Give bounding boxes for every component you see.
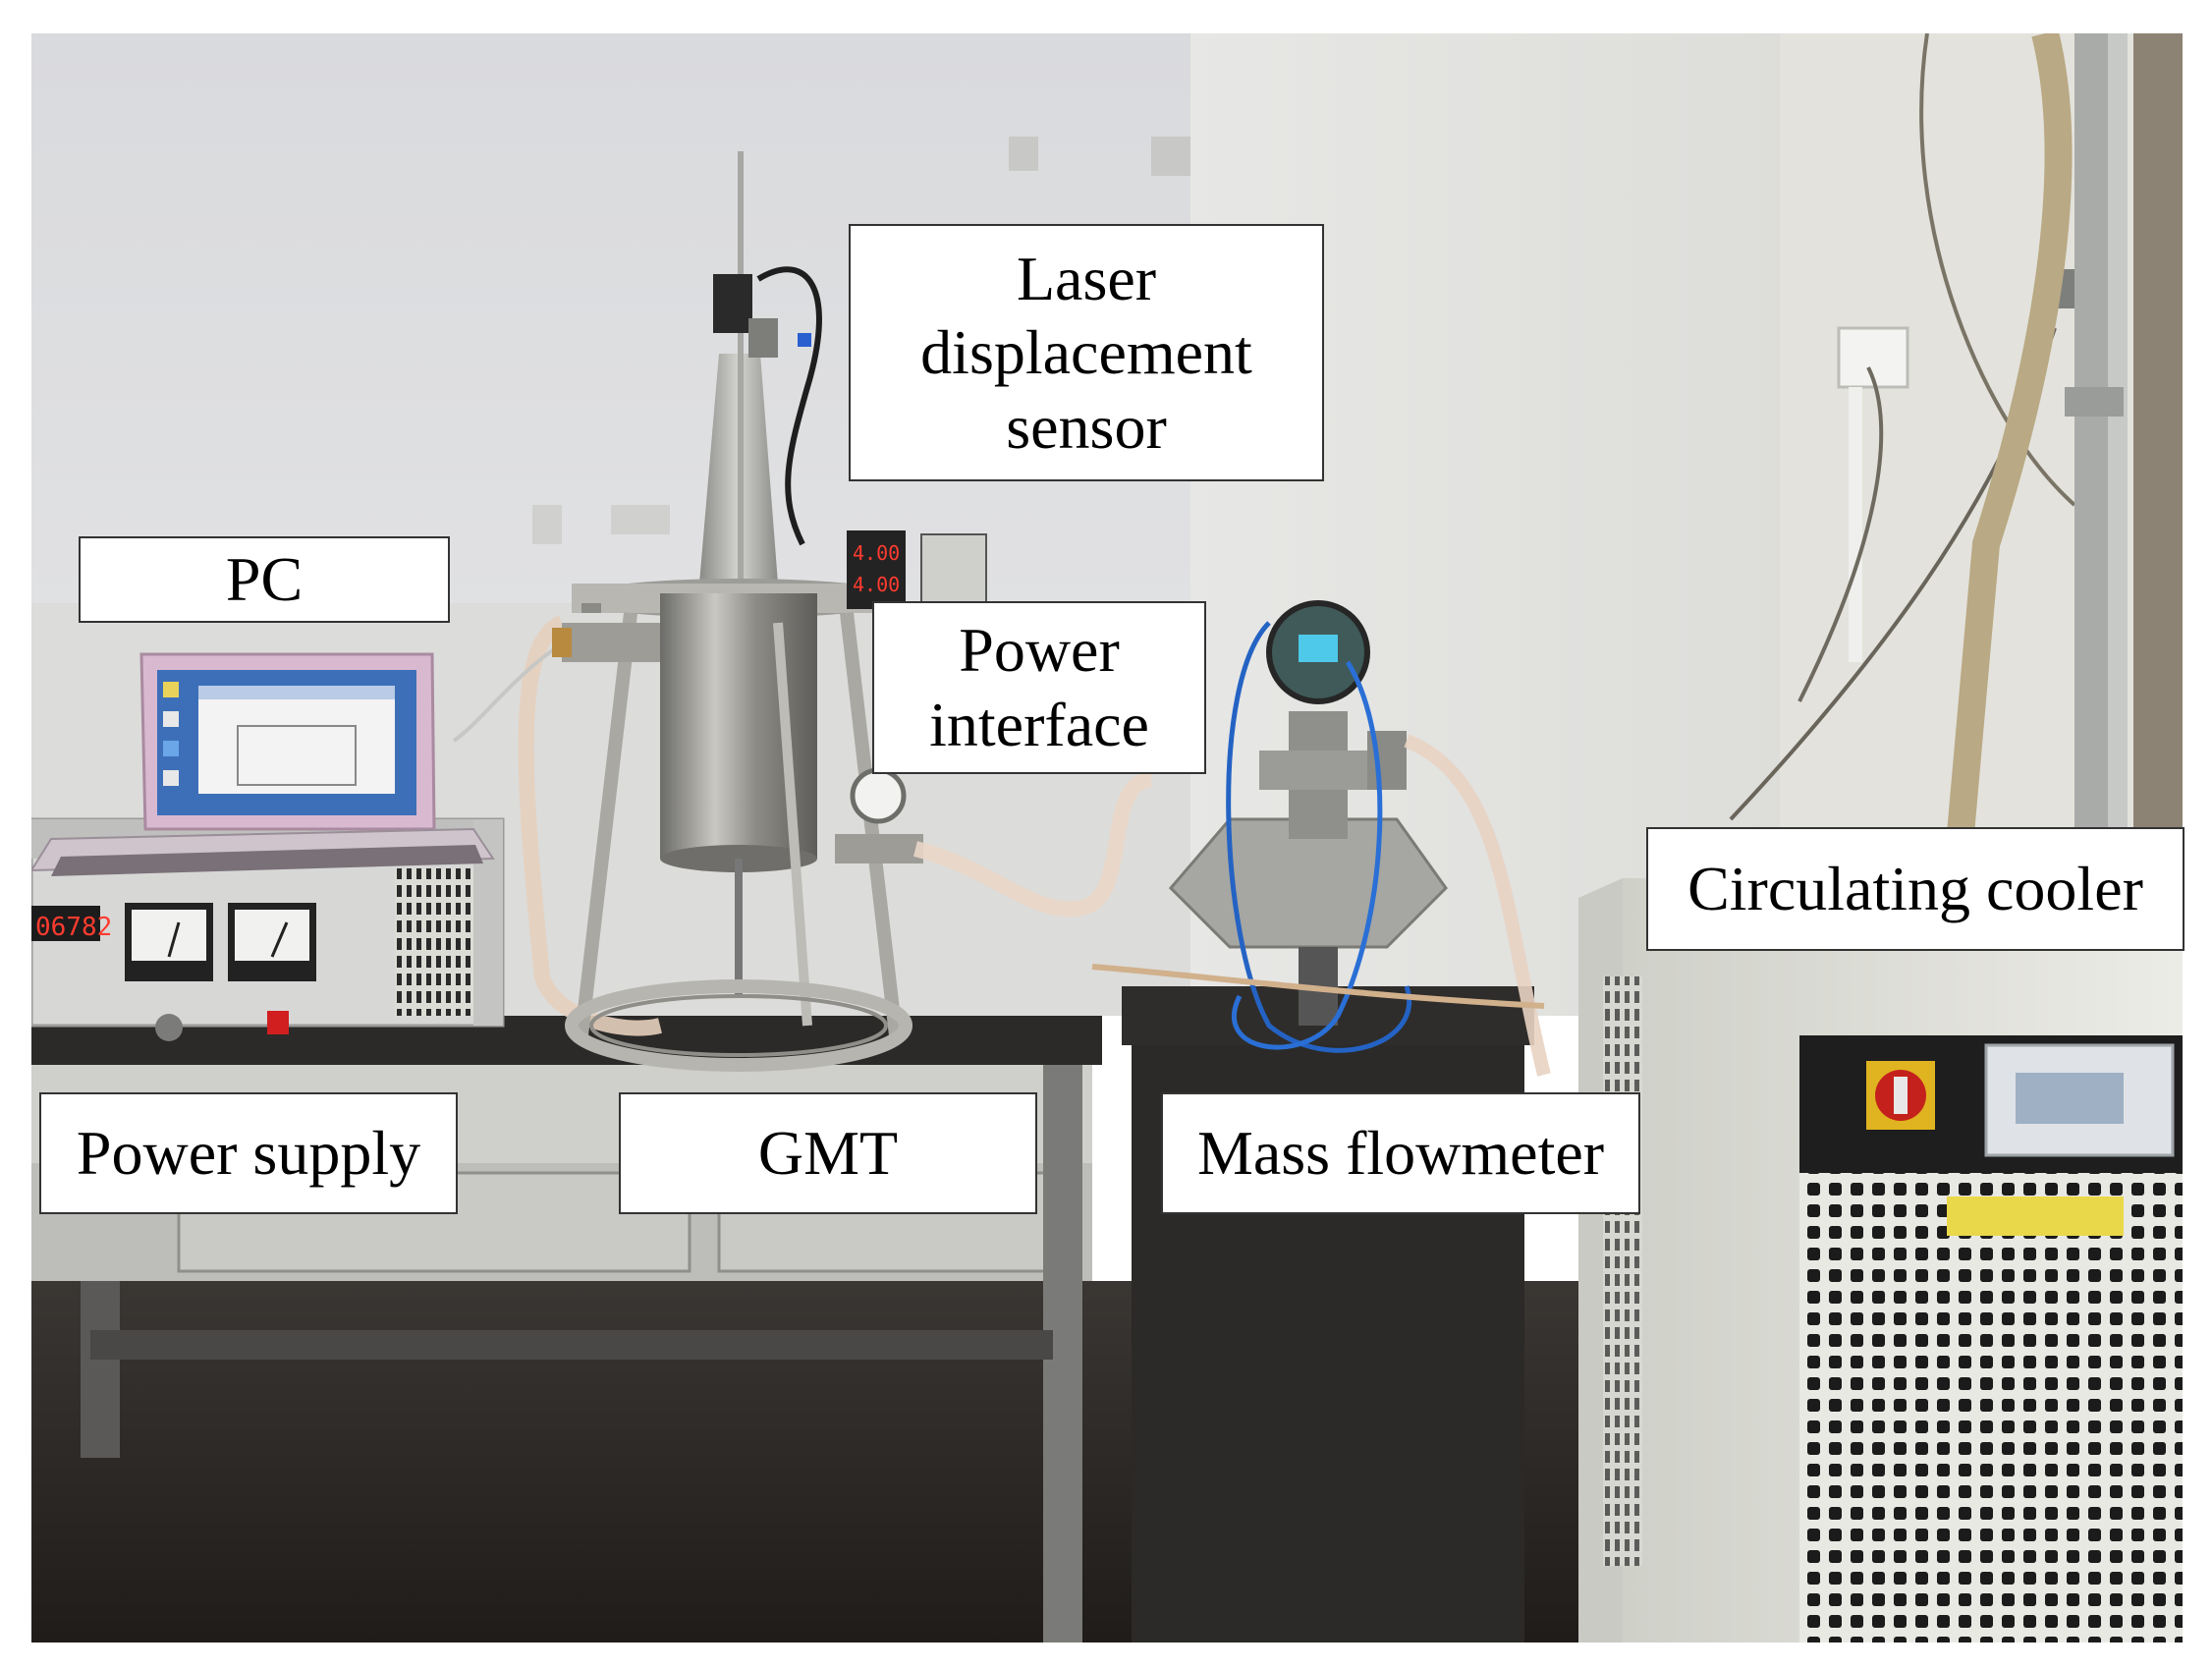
controller-readout-bottom: 4.00 — [853, 573, 900, 596]
lab-photograph: 06782 — [31, 33, 2183, 1642]
gmt-label: GMT — [619, 1092, 1037, 1214]
mass-flowmeter-label: Mass flowmeter — [1161, 1092, 1640, 1214]
power-interface-label: Power interface — [872, 601, 1206, 774]
pc-label: PC — [79, 536, 450, 623]
power-supply-readout: 06782 — [35, 913, 112, 942]
controller-readout-top: 4.00 — [853, 541, 900, 565]
power-supply-label: Power supply — [39, 1092, 458, 1214]
laser-displacement-sensor-label: Laser displacement sensor — [849, 224, 1324, 481]
circulating-cooler-label: Circulating cooler — [1646, 827, 2184, 951]
